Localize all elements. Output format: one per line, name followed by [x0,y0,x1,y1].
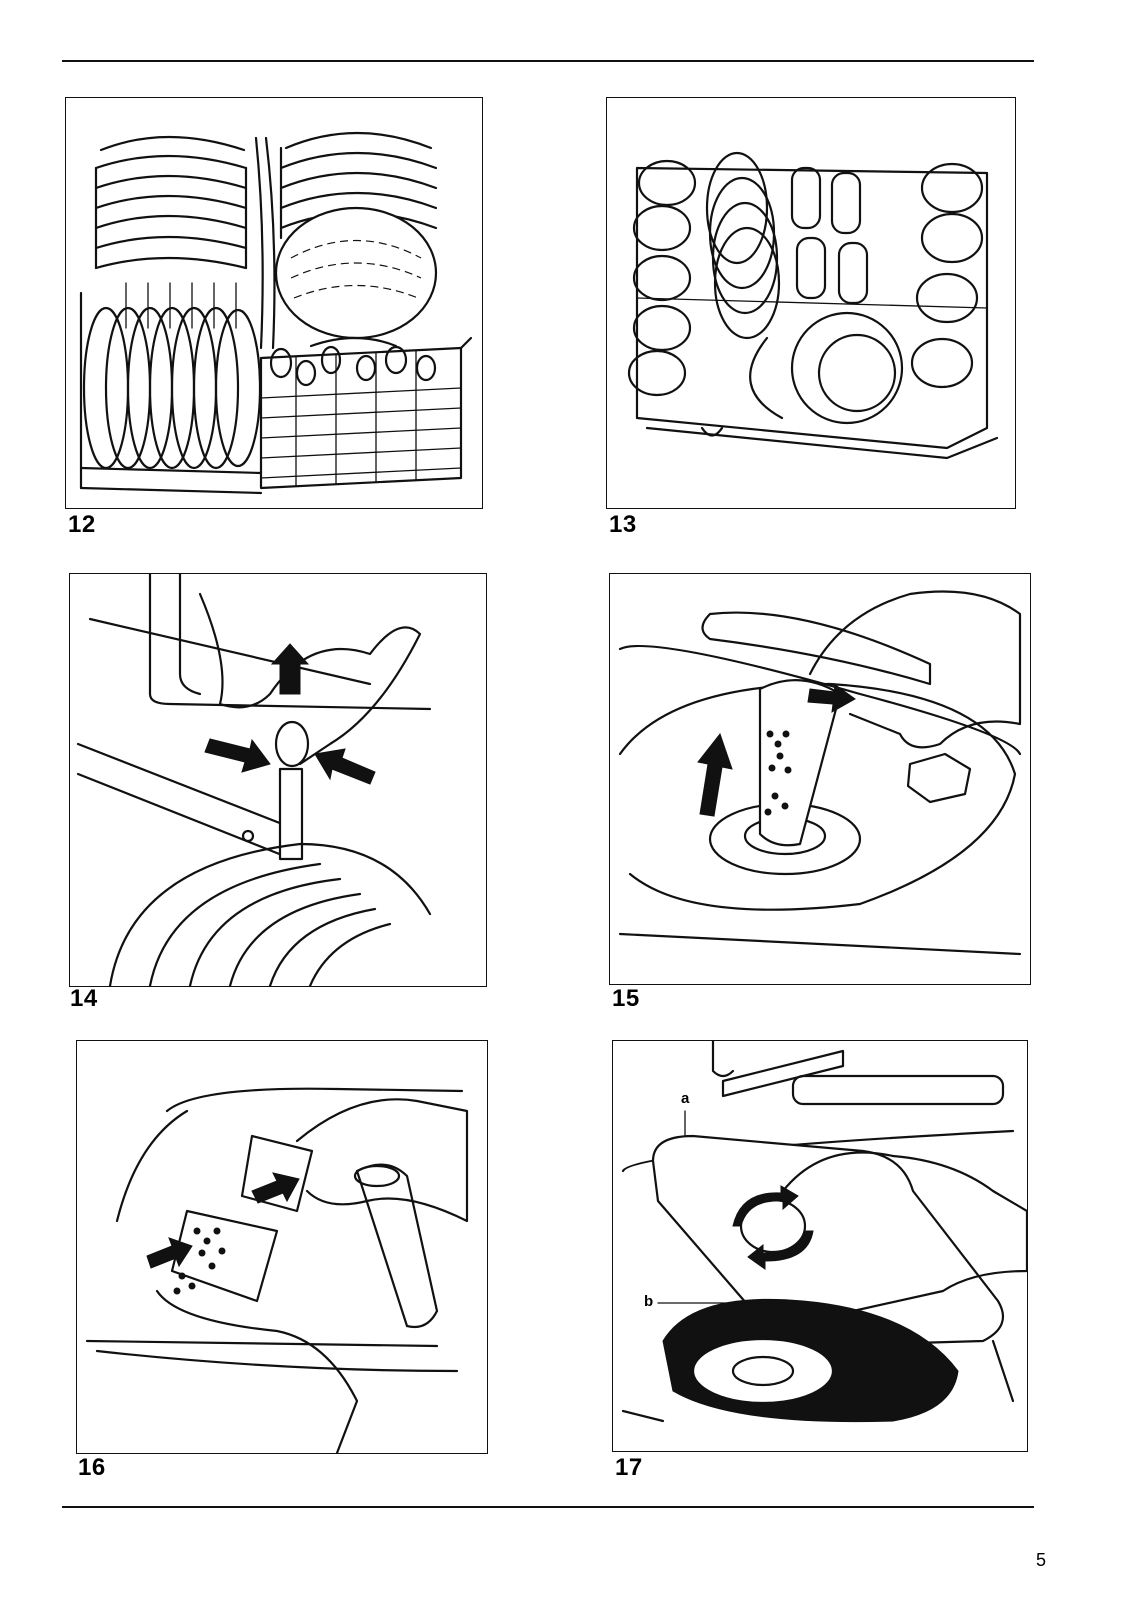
upper-basket-loaded-icon [607,98,1015,508]
filter-separate-icon [77,1041,487,1453]
basket-height-adjust-icon [70,574,486,986]
figure-15-number: 15 [612,985,640,1013]
figure-14-number: 14 [70,985,98,1013]
figure-12-number: 12 [68,511,96,539]
page-number: 5 [1036,1550,1046,1571]
figure-12-illustration [65,97,483,509]
callout-b: b [644,1293,653,1310]
callout-a: a [681,1090,689,1107]
figure-15-illustration [609,573,1031,985]
figure-17-illustration [612,1040,1028,1452]
coarse-filter-turn-icon [613,1041,1027,1451]
figure-14-illustration [69,573,487,987]
figure-13-number: 13 [609,511,637,539]
filter-removal-icon [610,574,1030,984]
lower-basket-loaded-icon [66,98,482,508]
figure-16-illustration [76,1040,488,1454]
bottom-rule [62,1506,1034,1508]
figure-17-number: 17 [615,1454,643,1482]
figure-16-number: 16 [78,1454,106,1482]
top-rule [62,60,1034,62]
figure-13-illustration [606,97,1016,509]
